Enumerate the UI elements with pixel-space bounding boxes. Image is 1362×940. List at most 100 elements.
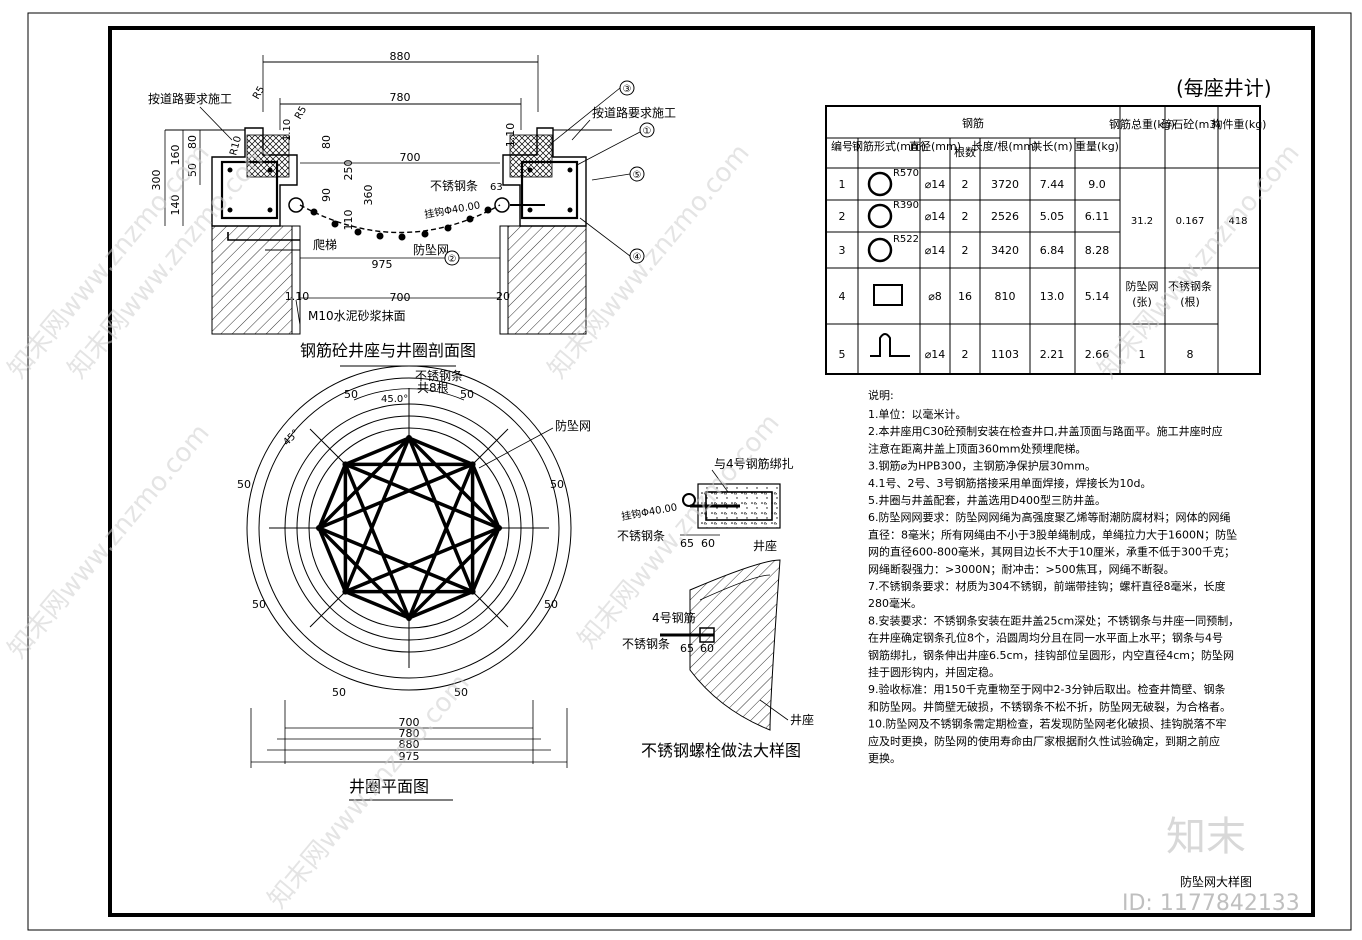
table-cell-no: 2 (839, 210, 846, 223)
dim-360: 360 (362, 185, 375, 206)
table-concrete: 0.167 (1176, 216, 1205, 227)
table-cell-dia: ⌀14 (925, 178, 946, 191)
callout-2: ② (448, 254, 457, 265)
tick-50-b: 50 (460, 388, 474, 401)
table-cell-no: 4 (839, 290, 846, 303)
tick-50-e: 50 (252, 598, 266, 611)
inner-frame (108, 26, 1315, 917)
callout-4: ④ (633, 252, 642, 263)
table-cell-shape: R522 (893, 234, 919, 245)
table-cell-count: 2 (962, 210, 969, 223)
detail-dim-60-b: 60 (700, 642, 714, 655)
table-cell-dia: ⌀14 (925, 348, 946, 361)
dim-20-right: 20 (496, 290, 510, 303)
note-line: 和防坠网。井筒壁无破损，不锈钢条不松不折，防坠网无破裂，为合格者。 (868, 699, 1231, 713)
note-line: 在井座确定钢条孔位8个，沿圆周均分且在同一水平面上水平；钢条与4号 (868, 631, 1223, 645)
table-header-5: 共长(m) (1031, 140, 1072, 153)
table-cell-shape: R390 (893, 200, 919, 211)
table-cell-len: 2526 (991, 210, 1019, 223)
note-line: 8.安装要求：不锈钢条安装在距井盖25cm深处；不锈钢条与井座一同预制， (868, 613, 1239, 627)
label-road-left: 按道路要求施工 (148, 91, 232, 106)
plan-label-net: 防坠网 (555, 418, 591, 433)
table-cell-count: 2 (962, 178, 969, 191)
table-cell-count: 16 (958, 290, 972, 303)
detail-dim-65-b: 65 (680, 642, 694, 655)
table-header-4: 长度/根(mm) (972, 139, 1039, 153)
table-member-weight: 418 (1228, 216, 1247, 227)
callout-5: ⑤ (633, 170, 642, 181)
table-header-1: 钢筋形式(mm) (852, 139, 926, 153)
table-steel-total: 31.2 (1131, 216, 1153, 227)
detail-label-seat: 井座 (753, 538, 777, 553)
label-net: 防坠网 (413, 242, 449, 257)
label-ladder: 爬梯 (313, 238, 337, 252)
watermark-id: ID: 1177842133 (1122, 891, 1300, 916)
ring-dim-975: 975 (399, 750, 420, 763)
table-value-net: 1 (1139, 348, 1146, 361)
plan-drawing: 50 50 50 50 50 50 50 50 45.0° 45° 不锈钢条 共… (237, 365, 591, 801)
detail-dim-65: 65 (680, 537, 694, 550)
plan-label-ss-bar: 不锈钢条 (415, 369, 463, 383)
table-cell-len: 1103 (991, 348, 1019, 361)
watermark-4: 知末网www.znzmo.com (1092, 138, 1305, 384)
tick-50-a: 50 (344, 388, 358, 401)
table-cell-wt: 9.0 (1088, 178, 1106, 191)
note-line: 钢筋绑扎，钢条伸出井座6.5cm，挂钩部位呈圆形，内空直径4cm；防坠网 (868, 648, 1234, 662)
dim-1-10-right: 1.10 (504, 123, 517, 148)
detail-drawing: 与4号钢筋绑扎 挂钩Φ40.00 不锈钢条 井座 65 60 4号钢筋 不锈钢条… (617, 456, 814, 760)
dim-300: 300 (150, 170, 163, 191)
detail-label-ss-bar: 不锈钢条 (617, 529, 665, 543)
table-header-0: 编号 (831, 139, 853, 153)
rebar-table: (每座井计) 钢筋 编号钢筋形式(mm)直径(mm)根数长度/根(mm)共长(m… (825, 76, 1272, 375)
tick-50-d: 50 (550, 478, 564, 491)
detail-dim-60: 60 (701, 537, 715, 550)
dim-50: 50 (186, 163, 199, 177)
dim-r5-b: R5 (251, 84, 267, 101)
dim-20-left: 1.10 (285, 290, 310, 303)
note-line: 3.钢筋⌀为HPB300，主钢筋净保护层30mm。 (868, 459, 1096, 473)
detail-label-tie: 与4号钢筋绑扎 (714, 456, 794, 471)
table-cell-len: 3420 (991, 244, 1019, 257)
note-line: 1.单位：以毫米计。 (868, 407, 967, 421)
ring-dim-880: 880 (399, 738, 420, 751)
table-header-9: 构件重(kg) (1212, 117, 1267, 131)
note-line: 直径：8毫米；所有网绳由不小于3股单绳制成，单绳拉力大于1600N；防坠 (868, 527, 1237, 541)
table-cell-total: 7.44 (1040, 178, 1065, 191)
table-cell-no: 1 (839, 178, 846, 191)
callout-1: ① (643, 126, 652, 137)
note-line: 5.井圈与井盖配套，井盖选用D400型三防井盖。 (868, 493, 1106, 507)
table-cell-no: 5 (839, 348, 846, 361)
table-header-6: 重量(kg) (1075, 139, 1119, 153)
table-cell-wt: 6.11 (1085, 210, 1110, 223)
section-drawing: 880 780 700 975 700 1.10 20 (148, 50, 676, 367)
table-cell-dia: ⌀14 (925, 210, 946, 223)
tick-50-f: 50 (544, 598, 558, 611)
detail-label-bar4: 4号钢筋 (652, 610, 696, 625)
note-line: 更换。 (868, 751, 901, 765)
ring-dim-780: 780 (399, 727, 420, 740)
note-line: 网的直径600-800毫米，其网目边长不大于10厘米，承重不低于300千克； (868, 545, 1235, 559)
dim-250: 250 (342, 160, 355, 181)
table-cell-no: 3 (839, 244, 846, 257)
table-cell-count: 2 (962, 244, 969, 257)
note-line: 挂于圆形钩内，并固定稳。 (868, 665, 1000, 679)
watermark-7: 知末网www.znzmo.com (262, 668, 475, 914)
table-cell-wt: 2.66 (1085, 348, 1110, 361)
table-cell-total: 13.0 (1040, 290, 1065, 303)
tick-50-c: 50 (237, 478, 251, 491)
note-line: 注意在距离井盖上顶面360mm处预埋爬梯。 (868, 441, 1086, 455)
dim-700-bottom: 700 (390, 291, 411, 304)
table-cell-dia: ⌀14 (925, 244, 946, 257)
note-line: 应及时更换，防坠网的使用寿命由厂家根据耐久性试验确定，到期之前应 (868, 734, 1220, 748)
table-header-7: 钢筋总重(kg) (1109, 117, 1175, 131)
note-line: 网绳断裂强力：>3000N；耐冲击：>500焦耳，网绳不断裂。 (868, 562, 1175, 576)
table-cell-len: 3720 (991, 178, 1019, 191)
note-line: 9.验收标准：用150千克重物至于网中2-3分钟后取出。检查井筒壁、钢条 (868, 682, 1225, 696)
dim-880: 880 (390, 50, 411, 63)
table-subhead-ss: 不锈钢条(根) (1168, 279, 1212, 308)
table-header-3: 根数 (954, 145, 976, 159)
watermarks: 知末网www.znzmo.com 知末网www.znzmo.com 知末网www… (2, 138, 1305, 914)
notes-heading: 说明: (868, 388, 894, 402)
outer-frame (27, 12, 1352, 931)
